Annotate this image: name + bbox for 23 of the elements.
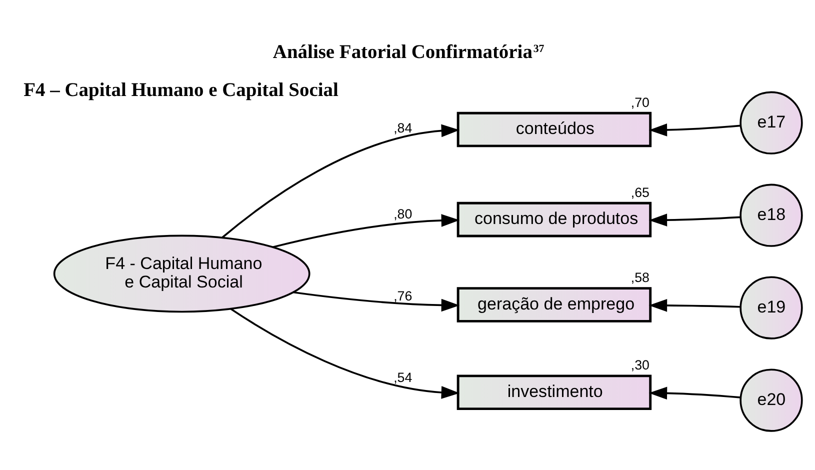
edge-label: ,76 [393, 288, 412, 304]
edge-label: ,54 [393, 370, 412, 385]
node-label: ,30 [630, 358, 649, 373]
node-label: ,70 [630, 94, 649, 110]
node-circle: e17 [739, 91, 802, 154]
node-label: ,65 [630, 184, 649, 200]
arrow [272, 214, 460, 248]
node-circle: e19 [739, 276, 802, 340]
arrow [221, 124, 460, 238]
arrow [648, 299, 740, 312]
label: F4 – Capital Humano e Capital Social [23, 80, 338, 101]
arrow [648, 386, 740, 400]
edge-label: ,80 [393, 206, 412, 222]
arrow [648, 214, 740, 226]
edge-label: ,84 [393, 120, 412, 136]
node-circle: e18 [739, 184, 802, 247]
arrow [230, 308, 460, 399]
arrow [648, 124, 740, 136]
node-label: ,58 [630, 270, 649, 285]
node-ellipse: F4 - Capital Humano e Capital Social [52, 234, 310, 313]
node-circle: e20 [739, 368, 802, 432]
diagram-title: Análise Fatorial Confirmatória$^{37}$ [272, 42, 544, 64]
arrow [292, 291, 460, 312]
